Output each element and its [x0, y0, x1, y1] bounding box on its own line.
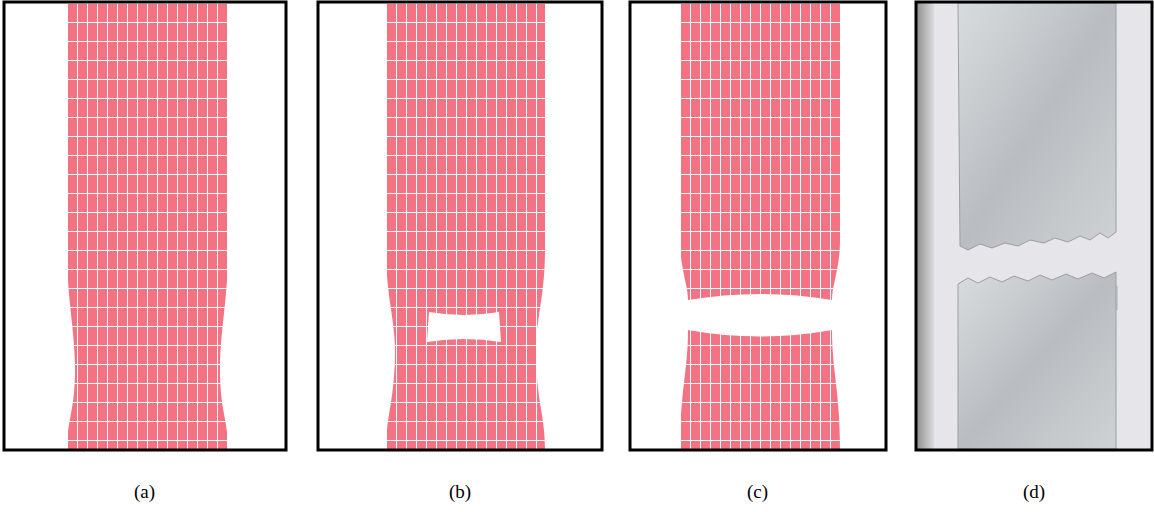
broken-lower-piece	[958, 272, 1116, 449]
photo-background	[916, 2, 1152, 450]
panel-frame	[4, 2, 286, 450]
broken-upper-piece	[958, 3, 1116, 250]
fractured-upper	[680, 3, 840, 300]
panel-frame	[630, 2, 886, 450]
necked-specimen	[67, 3, 228, 449]
panel-label: (a)	[134, 481, 155, 503]
panel-label: (b)	[449, 481, 471, 503]
panel-label: (d)	[1023, 481, 1045, 503]
panel-frame	[318, 2, 602, 450]
panel-frame	[916, 2, 1152, 450]
photo-edge	[916, 2, 934, 450]
fractured-lower	[680, 330, 840, 449]
panel-label: (c)	[747, 481, 768, 503]
void	[427, 312, 501, 342]
voided-specimen	[386, 3, 545, 449]
